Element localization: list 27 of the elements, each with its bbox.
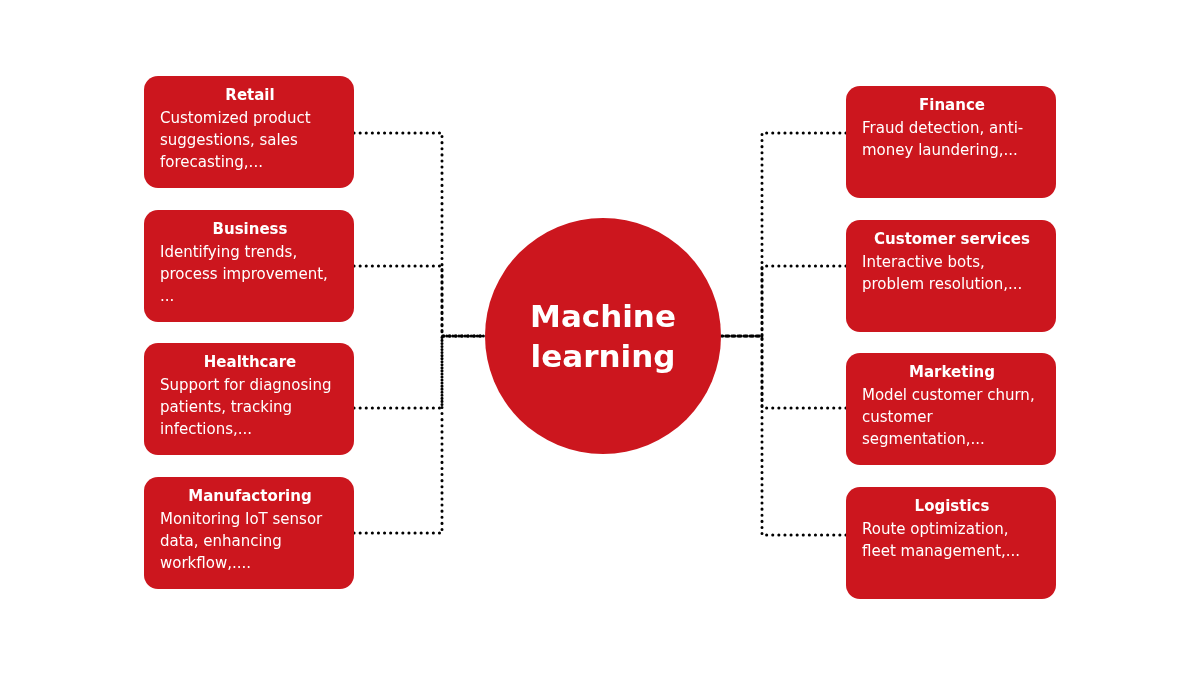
category-card: [846, 86, 1056, 198]
category-description: Interactive bots, problem resolution,...: [862, 252, 1024, 295]
category-description: Support for diagnosing patients, tracking infections,...: [160, 375, 333, 440]
center-title: Machine learning: [529, 297, 677, 376]
category-description: Customized product suggestions, sales forecasting,...: [160, 108, 312, 173]
category-card: [144, 210, 354, 322]
category-description: Identifying trends, process improvement, ...: [160, 242, 329, 307]
dotted-connector: [719, 334, 848, 537]
category-title: Finance: [918, 96, 986, 114]
category-card: [846, 487, 1056, 599]
category-title: Healthcare: [202, 353, 298, 371]
category-title: Business: [211, 220, 289, 238]
category-title: Customer services: [873, 230, 1031, 248]
category-card: [144, 76, 354, 188]
category-description: Fraud detection, anti-money laundering,...: [862, 118, 1025, 161]
category-card: [144, 477, 354, 589]
category-description: Model customer churn, customer segmentation,...: [862, 385, 1036, 450]
category-description: Monitoring IoT sensor data, enhancing workflow,....: [160, 509, 324, 574]
category-title: Manufactoring: [187, 487, 313, 505]
category-card: [846, 220, 1056, 332]
dotted-connector: [352, 334, 487, 410]
category-title: Marketing: [908, 363, 996, 381]
category-title: Retail: [224, 86, 276, 104]
category-description: Route optimization, fleet management,...: [862, 519, 1022, 562]
category-card: [846, 353, 1056, 465]
category-title: Logistics: [913, 497, 991, 515]
category-card: [144, 343, 354, 455]
